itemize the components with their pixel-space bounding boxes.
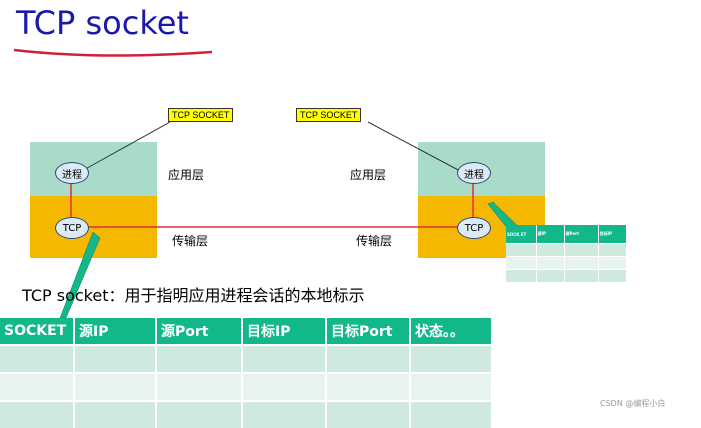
table-row	[506, 269, 627, 282]
small-table-header: 源Port	[564, 225, 599, 244]
right-socket-label: TCP SOCKET	[296, 108, 362, 122]
table-header-state: 状态。。	[410, 318, 493, 345]
right-transport-layer-label: 传输层	[356, 234, 393, 248]
small-socket-table: SOCK ET 源IP 源Port 目标IP	[506, 225, 627, 282]
table-header-dst-port: 目标Port	[326, 318, 411, 345]
left-app-layer	[30, 142, 157, 196]
left-app-layer-label: 应用层	[168, 168, 205, 182]
small-table-header: 目标IP	[598, 225, 627, 244]
watermark: CSDN @编程小白	[600, 399, 666, 408]
table-row	[506, 256, 627, 270]
title-underline	[13, 48, 213, 57]
table-header-dst-ip: 目标IP	[242, 318, 327, 345]
socket-table: SOCKET 源IP 源Port 目标IP 目标Port 状态。。	[0, 318, 493, 428]
right-socket-connector	[367, 121, 463, 173]
table-header-socket: SOCKET	[0, 318, 75, 345]
left-transport-layer-label: 传输层	[172, 234, 209, 248]
table-row	[506, 243, 627, 257]
table-row	[0, 372, 493, 401]
left-process-node: 进程	[55, 162, 89, 184]
caption: TCP socket：用于指明应用进程会话的本地标示	[22, 286, 365, 305]
small-table-header: 源IP	[536, 225, 565, 244]
left-socket-connector	[79, 121, 171, 173]
table-header-src-ip: 源IP	[74, 318, 157, 345]
page-title: TCP socket	[16, 4, 189, 42]
right-app-layer-label: 应用层	[350, 168, 387, 182]
table-header-src-port: 源Port	[156, 318, 243, 345]
right-tcp-node: TCP	[457, 217, 491, 239]
small-table-header: SOCK ET	[506, 225, 537, 244]
left-socket-label: TCP SOCKET	[168, 108, 234, 122]
table-row	[0, 400, 493, 428]
right-process-node: 进程	[457, 162, 491, 184]
left-tcp-node: TCP	[55, 217, 89, 239]
table-row	[0, 344, 493, 373]
